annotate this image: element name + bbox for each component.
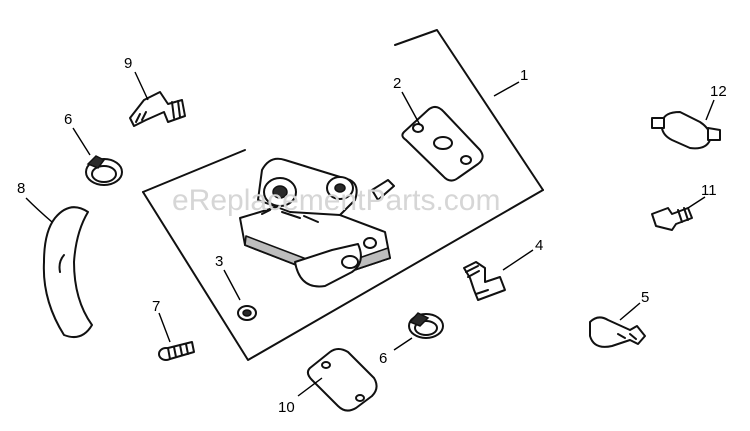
callout-8: 8 [17,180,25,197]
callout-1: 1 [520,67,528,84]
callout-5: 5 [641,289,649,306]
fuel-pump[interactable] [239,157,395,288]
assembly-frame [142,29,544,361]
callouts: 1 2 3 4 5 6 6 7 8 9 10 11 12 [17,55,727,416]
elbow-fitting-4[interactable] [463,261,506,301]
barbed-elbow-5[interactable] [589,316,646,348]
callout-4: 4 [535,237,543,254]
elbow-fitting-9[interactable] [129,91,186,127]
callout-6-upper: 6 [64,111,72,128]
gasket[interactable] [401,106,484,182]
cover-plate[interactable] [306,348,378,412]
screw[interactable] [158,341,195,361]
fitting-11[interactable] [651,207,693,231]
callout-12: 12 [710,83,727,100]
watermark: eReplacementParts.com [172,184,500,217]
callout-3: 3 [215,253,223,270]
callout-7: 7 [152,298,160,315]
hose-clamp-lower[interactable] [408,312,444,339]
callout-6-lower: 6 [379,350,387,367]
callout-2: 2 [393,75,401,92]
callout-9: 9 [124,55,132,72]
hose-clamp-upper[interactable] [85,155,123,186]
fuel-filter[interactable] [651,111,721,150]
washer[interactable] [237,305,257,321]
fuel-hose[interactable] [42,206,93,338]
callout-11: 11 [701,182,717,199]
leader-lines [25,71,715,397]
callout-10: 10 [278,399,295,416]
